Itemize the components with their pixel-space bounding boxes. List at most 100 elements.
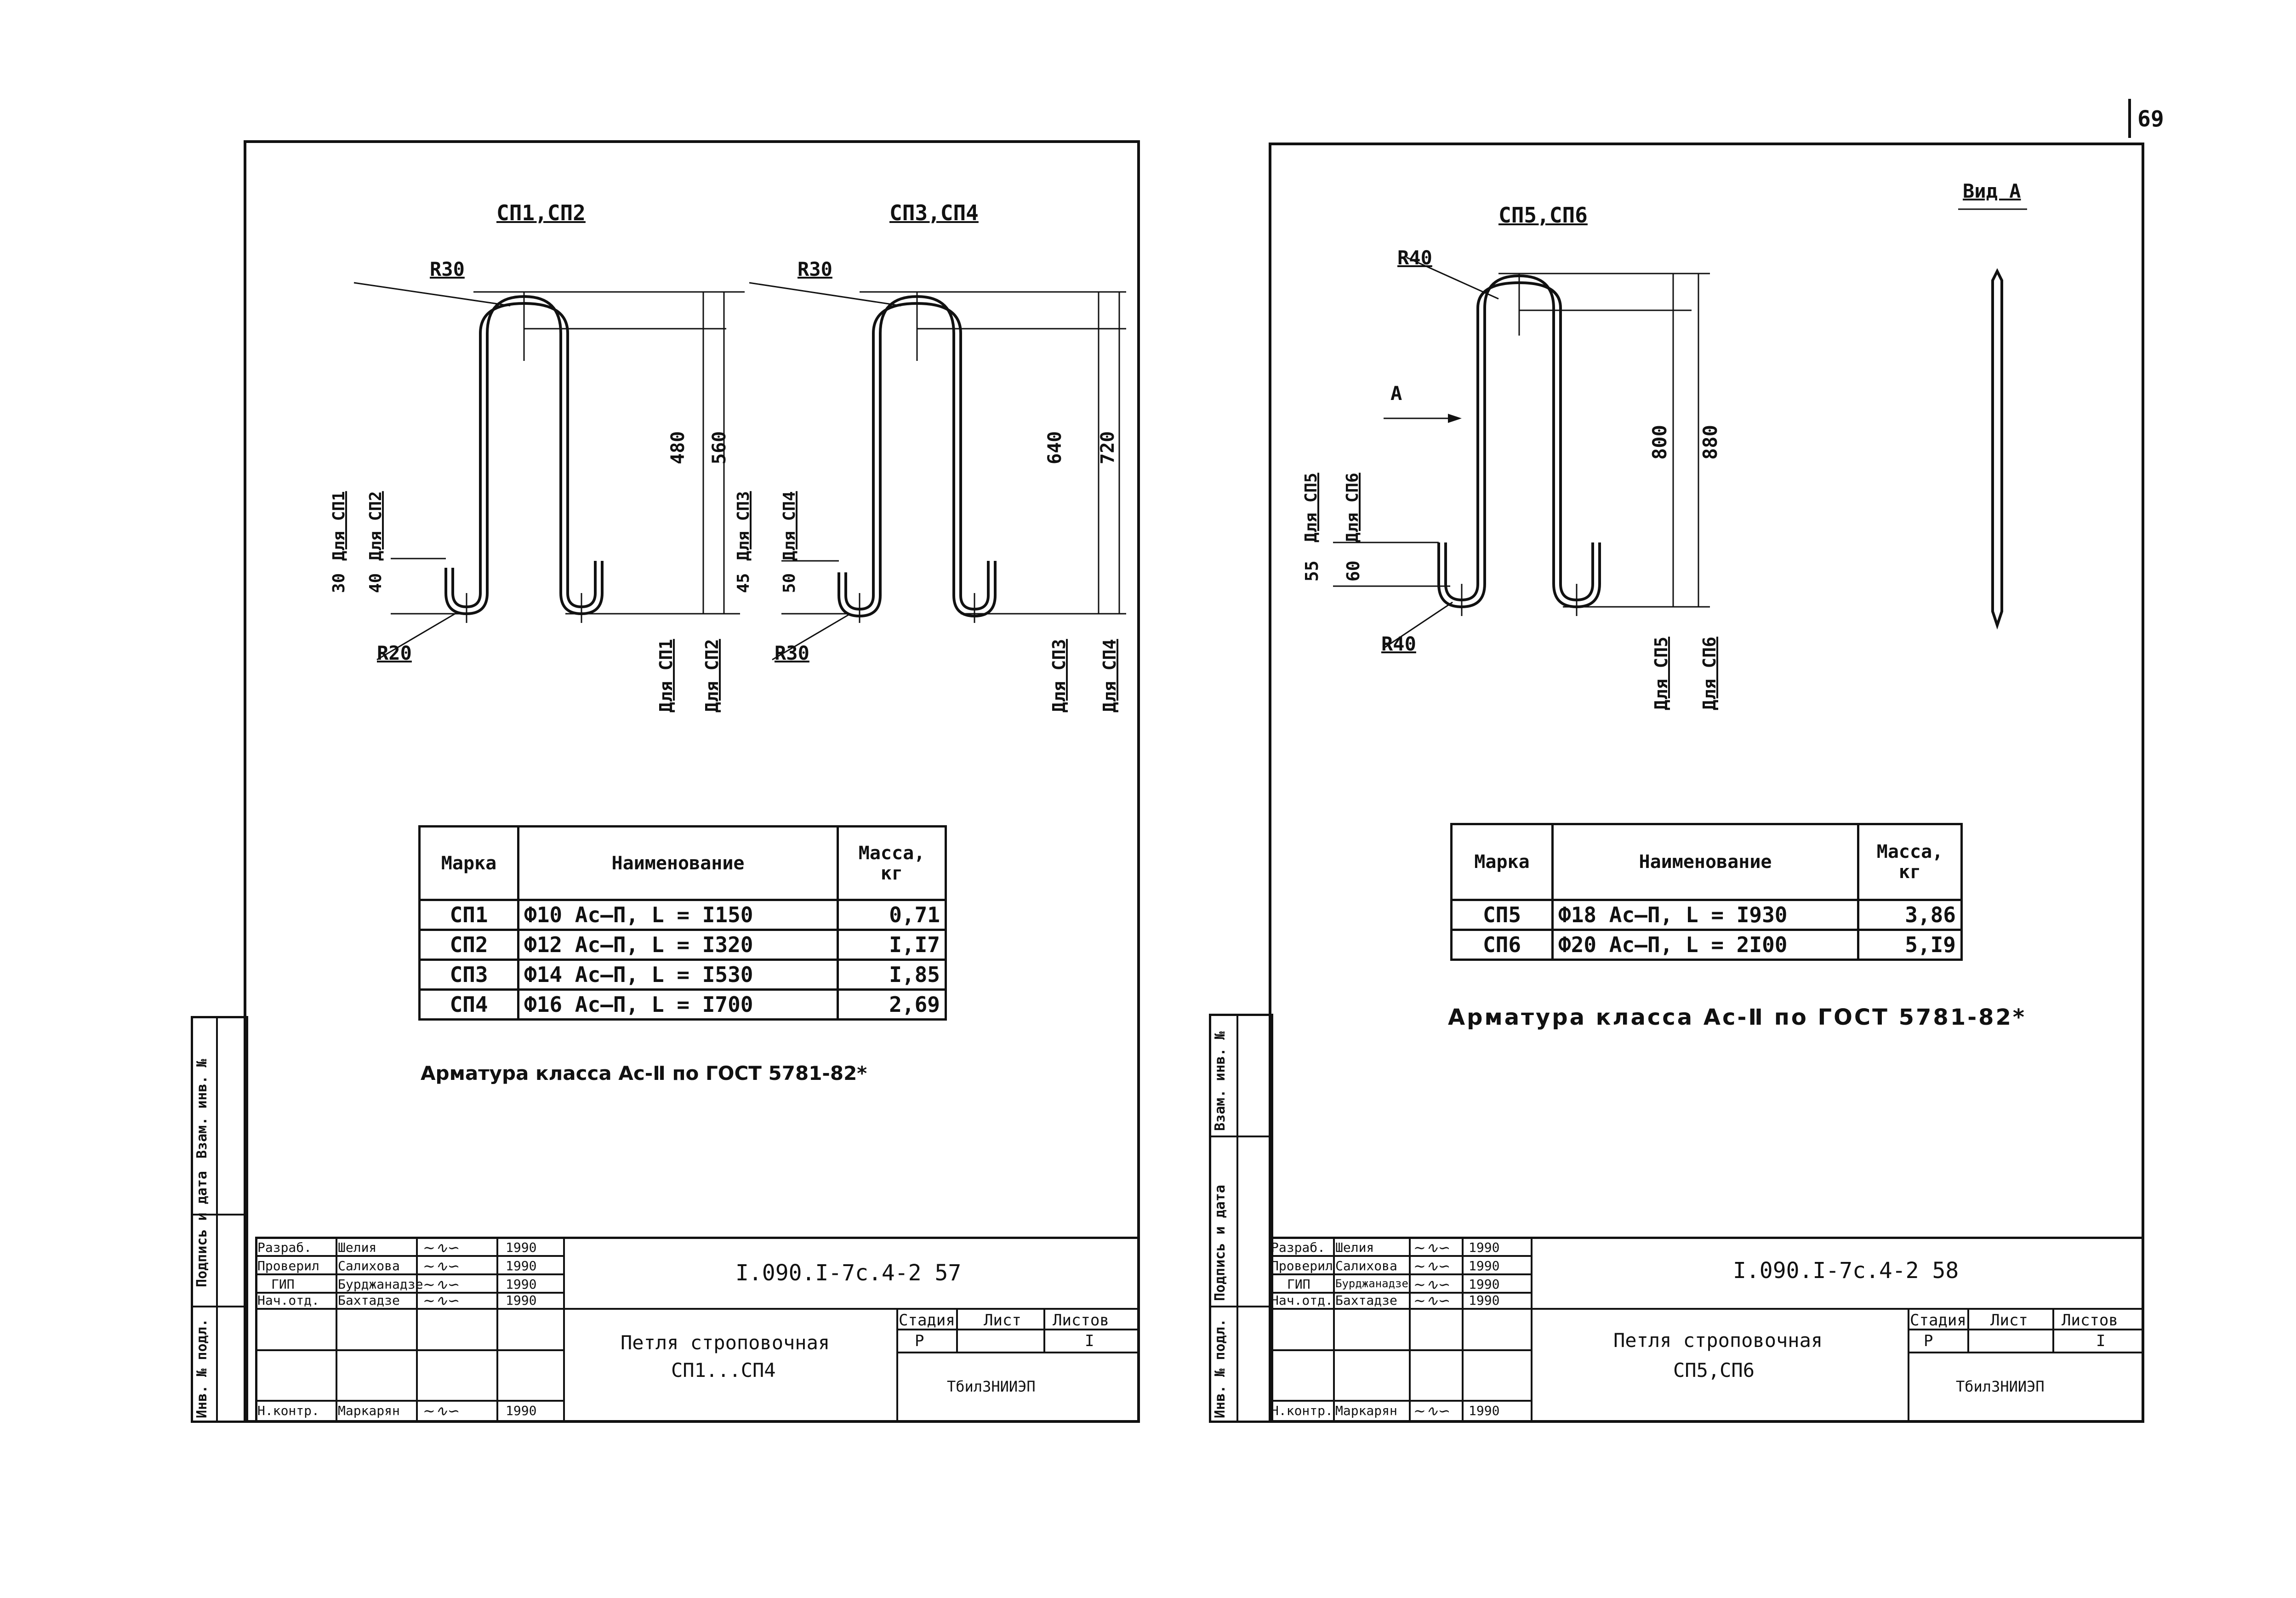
tb-name-7: Маркарян bbox=[1335, 1403, 1397, 1418]
right-side-stamp bbox=[1209, 1014, 1273, 1423]
col-header-mass: Масса, кг bbox=[837, 825, 947, 901]
tb-date-3: 1990 bbox=[1469, 1277, 1500, 1292]
tb-role-3: ГИП bbox=[1287, 1277, 1310, 1292]
drawing-title-sp1-sp2: СП1,СП2 bbox=[496, 200, 586, 225]
tb-role-3: ГИП bbox=[271, 1277, 295, 1292]
tb-date-4: 1990 bbox=[1469, 1293, 1500, 1308]
radius-label-r40-a: R40 bbox=[1397, 246, 1432, 269]
tb-name-4: Бахтадзе bbox=[1335, 1293, 1397, 1308]
signature: ∼∿∽ bbox=[1413, 1276, 1451, 1293]
dim-40: 40 bbox=[366, 573, 385, 593]
left-for-sp4: Для СП4 bbox=[780, 491, 799, 561]
left-side-label-3: Инв. № подл. bbox=[194, 1318, 210, 1418]
radius-label-r30-b: R30 bbox=[798, 258, 832, 280]
for-sp1: Для СП1 bbox=[656, 639, 676, 713]
dim-640: 640 bbox=[1044, 431, 1065, 464]
tb-date-1: 1990 bbox=[1469, 1240, 1500, 1255]
dim-720: 720 bbox=[1097, 431, 1118, 464]
left-for-sp3: Для СП3 bbox=[734, 491, 753, 561]
radius-label-r30-c: R30 bbox=[775, 642, 809, 664]
tb-name-1: Шелия bbox=[1335, 1240, 1374, 1255]
radius-label-r40-b: R40 bbox=[1381, 633, 1416, 655]
tb-date-7: 1990 bbox=[506, 1403, 537, 1418]
right-rebar-note: Арматура класса Ас-Ⅱ по ГОСТ 5781-82* bbox=[1448, 1004, 2027, 1030]
for-sp5: Для СП5 bbox=[1651, 636, 1671, 710]
left-doc-name-2: СП1...СП4 bbox=[671, 1359, 776, 1381]
right-doc-name-2: СП5,СП6 bbox=[1673, 1359, 1755, 1381]
tb-role-7: Н.контр. bbox=[1271, 1403, 1333, 1418]
dim-560: 560 bbox=[709, 431, 730, 464]
right-stage-header: Стадия bbox=[1910, 1311, 1966, 1330]
signature: ∼∿∽ bbox=[1413, 1292, 1451, 1309]
right-side-label-3: Инв. № подл. bbox=[1212, 1318, 1228, 1418]
for-sp3: Для СП3 bbox=[1049, 639, 1069, 713]
right-side-label-1: Взам. инв. № bbox=[1212, 1031, 1228, 1131]
radius-label-r20: R20 bbox=[377, 642, 412, 664]
page-number: 69 bbox=[2137, 106, 2164, 132]
drawing-title-sp3-sp4: СП3,СП4 bbox=[889, 200, 979, 225]
radius-label-r30-a: R30 bbox=[430, 258, 465, 280]
signature: ∼∿∽ bbox=[423, 1292, 460, 1309]
col-header-name: Наименование bbox=[517, 825, 839, 901]
right-doc-code: I.090.I-7с.4-2 58 bbox=[1733, 1258, 1959, 1284]
signature: ∼∿∽ bbox=[1413, 1402, 1451, 1420]
tb-role-4: Нач.отд. bbox=[257, 1293, 319, 1308]
left-doc-name-1: Петля строповочная bbox=[621, 1331, 830, 1354]
dim-55: 55 bbox=[1302, 560, 1322, 582]
tb-role-7: Н.контр. bbox=[257, 1403, 319, 1418]
left-side-label-1: Взам. инв. № bbox=[194, 1059, 210, 1159]
left-stage-header: Стадия bbox=[899, 1311, 955, 1330]
signature: ∼∿∽ bbox=[1413, 1257, 1451, 1275]
left-sheets: I bbox=[1085, 1332, 1094, 1350]
signature: ∼∿∽ bbox=[1413, 1239, 1451, 1256]
col-header-mark: Марка bbox=[1450, 823, 1554, 901]
right-sheets-header: Листов bbox=[2062, 1311, 2118, 1330]
left-for-sp6: Для СП6 bbox=[1343, 473, 1362, 542]
dim-30: 30 bbox=[330, 573, 348, 593]
dim-800: 800 bbox=[1648, 425, 1671, 460]
tb-role-1: Разраб. bbox=[257, 1240, 312, 1255]
left-sheets-header: Листов bbox=[1053, 1311, 1109, 1330]
tb-date-1: 1990 bbox=[506, 1240, 537, 1255]
for-sp4: Для СП4 bbox=[1100, 639, 1120, 713]
left-org: ТбилЗНИИЭП bbox=[947, 1378, 1036, 1395]
col-header-mark: Марка bbox=[418, 825, 519, 901]
col-header-mass: Масса, кг bbox=[1857, 823, 1963, 901]
right-doc-name-1: Петля строповочная bbox=[1613, 1329, 1823, 1352]
left-for-sp2: Для СП2 bbox=[366, 491, 385, 561]
dim-880: 880 bbox=[1699, 425, 1721, 460]
drawing-title-sp5-sp6: СП5,СП6 bbox=[1498, 203, 1588, 228]
signature: ∼∿∽ bbox=[423, 1402, 460, 1420]
dim-480: 480 bbox=[667, 431, 689, 464]
tb-name-4: Бахтадзе bbox=[338, 1293, 400, 1308]
for-sp2: Для СП2 bbox=[702, 639, 722, 713]
tb-date-7: 1990 bbox=[1469, 1403, 1500, 1418]
col-header-name: Наименование bbox=[1551, 823, 1859, 901]
right-org: ТбилЗНИИЭП bbox=[1956, 1378, 2045, 1395]
left-rebar-note: Арматура класса Ас-Ⅱ по ГОСТ 5781-82* bbox=[421, 1062, 867, 1084]
tb-date-2: 1990 bbox=[1469, 1258, 1500, 1273]
right-sheet-header: Лист bbox=[1990, 1311, 2028, 1330]
signature: ∼∿∽ bbox=[423, 1276, 460, 1293]
left-sheet-header: Лист bbox=[984, 1311, 1021, 1330]
left-for-sp1: Для СП1 bbox=[330, 491, 348, 561]
left-stage: Р bbox=[915, 1332, 924, 1350]
left-doc-code: I.090.I-7с.4-2 57 bbox=[735, 1260, 962, 1286]
page-number-box bbox=[2128, 99, 2131, 138]
left-side-label-2: Подпись и дата bbox=[194, 1171, 210, 1287]
tb-date-3: 1990 bbox=[506, 1277, 537, 1292]
left-drawings bbox=[353, 282, 1126, 661]
right-drawings bbox=[1333, 208, 2027, 649]
left-for-sp5: Для СП5 bbox=[1302, 473, 1321, 542]
view-a-bar bbox=[1991, 268, 2003, 630]
tb-date-2: 1990 bbox=[506, 1258, 537, 1273]
dim-50: 50 bbox=[780, 573, 799, 593]
tb-role-2: Проверил bbox=[257, 1258, 319, 1273]
tb-name-2: Салихова bbox=[338, 1258, 400, 1273]
tb-name-7: Маркарян bbox=[338, 1403, 400, 1418]
